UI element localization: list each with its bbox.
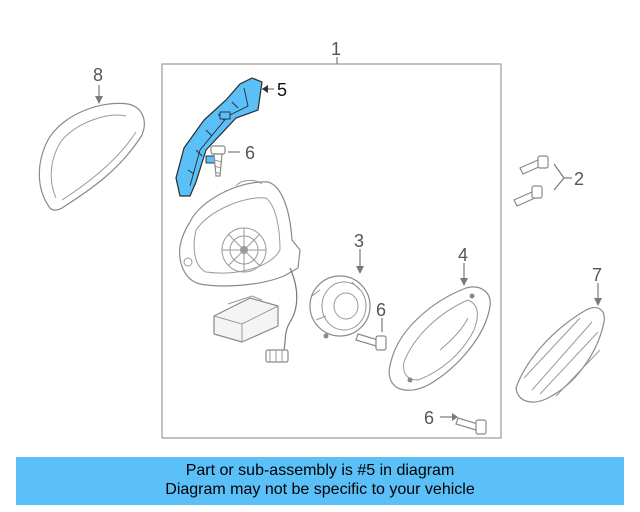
- screw-part-6-upper: [210, 145, 226, 177]
- actuator-block: [213, 295, 279, 343]
- info-banner: Part or sub-assembly is #5 in diagram Di…: [16, 457, 624, 505]
- banner-line-2: Diagram may not be specific to your vehi…: [165, 481, 475, 498]
- callout-4: 4: [458, 245, 468, 265]
- callout-2: 2: [574, 169, 584, 189]
- mirror-housing: [179, 179, 301, 287]
- outer-glass-part-7: [515, 307, 605, 403]
- callout-8: 8: [93, 65, 103, 85]
- callout-7: 7: [592, 265, 602, 285]
- connector: [265, 349, 289, 363]
- callout-6-lower: 6: [424, 408, 434, 428]
- banner-line-1: Part or sub-assembly is #5 in diagram: [185, 462, 455, 479]
- screw-part-6-lower: [455, 417, 487, 435]
- assembly-frame: [161, 63, 502, 439]
- turn-signal-part-5: [175, 77, 263, 197]
- bolts-part-2: [513, 155, 549, 207]
- callout-1: 1: [331, 39, 341, 59]
- screw-part-6-middle: [355, 333, 387, 351]
- callout-3: 3: [354, 231, 364, 251]
- mirror-glass-part-4: [388, 286, 491, 391]
- motor-part-3: [309, 275, 371, 339]
- callout-5: 5: [277, 80, 287, 100]
- mirror-cover-part-8: [38, 102, 145, 211]
- callout-6-middle: 6: [376, 300, 386, 320]
- parts-diagram: 1 8 5 6: [38, 39, 605, 439]
- callout-6-upper: 6: [245, 143, 255, 163]
